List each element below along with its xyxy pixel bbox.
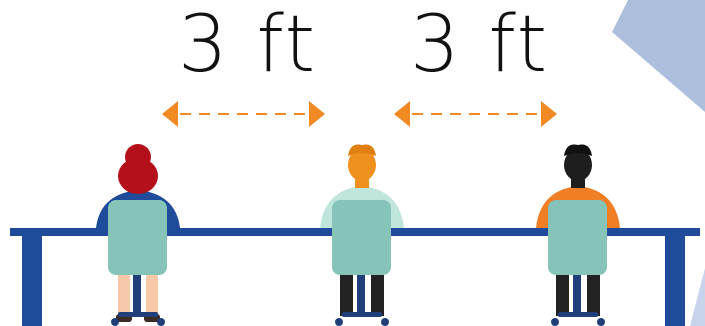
chair-right bbox=[548, 200, 607, 326]
chair-wheel bbox=[381, 318, 389, 326]
chair-wheel bbox=[335, 318, 343, 326]
corner-decor-top bbox=[612, 0, 705, 112]
chair-back bbox=[548, 200, 607, 275]
distance-arrow-left bbox=[162, 101, 325, 127]
leg bbox=[146, 270, 158, 316]
hair-bun bbox=[125, 144, 151, 170]
chair-left bbox=[108, 200, 167, 326]
hair bbox=[564, 144, 592, 156]
distance-arrow-right bbox=[394, 101, 557, 127]
chair-back bbox=[108, 200, 167, 275]
chair-wheel bbox=[597, 318, 605, 326]
leg bbox=[587, 270, 600, 316]
leg bbox=[556, 270, 569, 316]
hair bbox=[118, 158, 158, 194]
table-leg-left bbox=[22, 236, 42, 326]
leg bbox=[340, 270, 353, 316]
chair-wheel bbox=[157, 318, 165, 326]
chair-wheel bbox=[111, 318, 119, 326]
table-leg-right bbox=[665, 236, 685, 326]
hair bbox=[348, 144, 376, 156]
head bbox=[564, 149, 592, 181]
head bbox=[348, 149, 376, 181]
chair-wheel bbox=[551, 318, 559, 326]
leg bbox=[118, 270, 130, 316]
corner-decor-bottom bbox=[690, 268, 705, 326]
chair-middle bbox=[332, 200, 391, 326]
distance-label-right: 3 ft bbox=[410, 0, 550, 90]
chair-back bbox=[332, 200, 391, 275]
leg bbox=[371, 270, 384, 316]
distance-label-left: 3 ft bbox=[178, 0, 318, 90]
